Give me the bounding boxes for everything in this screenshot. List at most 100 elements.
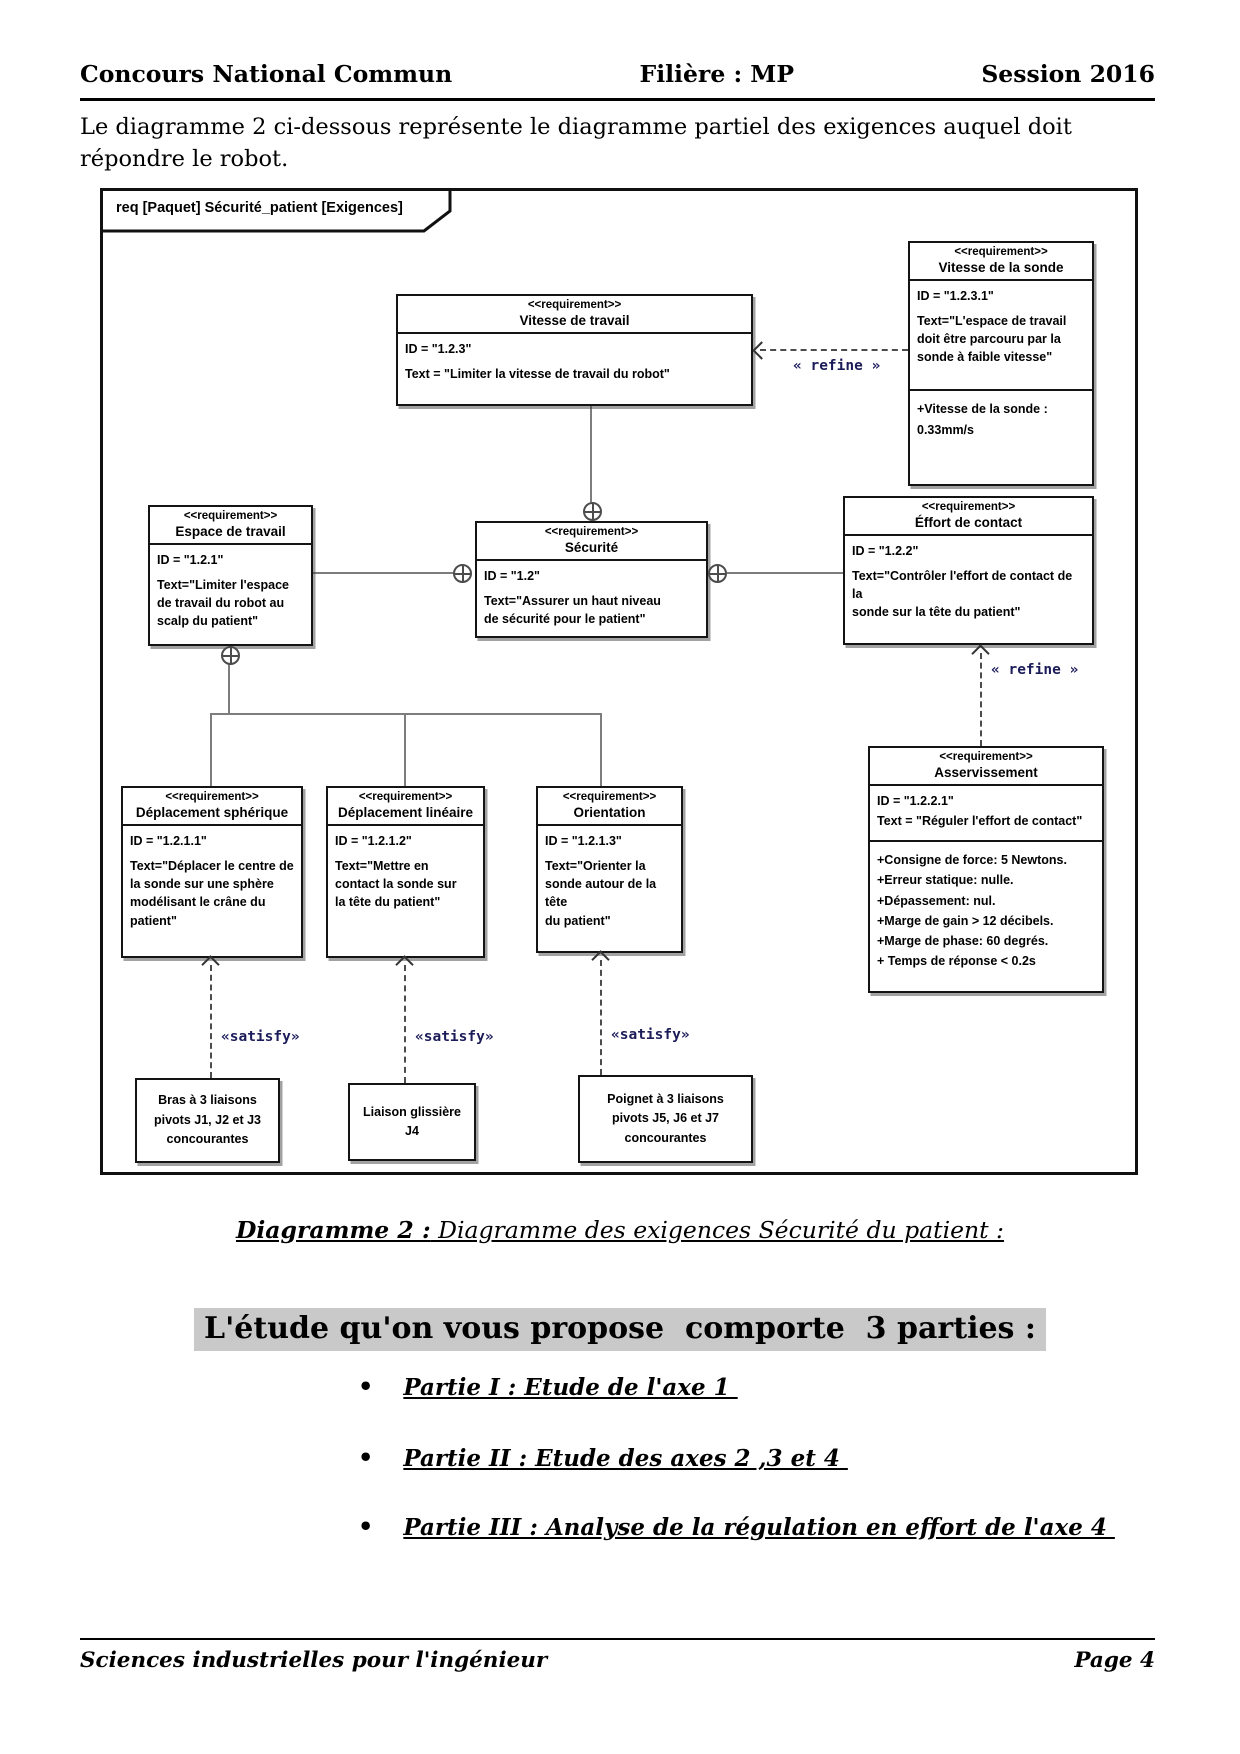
requirement-header: <<requirement>> Déplacement sphérique: [123, 788, 301, 826]
requirement-id: ID = "1.2.1.2": [335, 834, 412, 848]
bullet-icon: •: [358, 1372, 374, 1401]
requirement-box-deplacement-spherique: <<requirement>> Déplacement sphérique ID…: [121, 786, 303, 958]
refine-label-1: « refine »: [791, 358, 883, 374]
requirement-name: Sécurité: [564, 540, 619, 555]
requirement-header: <<requirement>> Déplacement linéaire: [328, 788, 483, 826]
requirement-header: <<requirement>> Vitesse de la sonde: [910, 243, 1092, 281]
diagram-caption-underline: Diagramme 2 : Diagramme des exigences Sé…: [236, 1216, 1004, 1244]
header-rule: [80, 98, 1155, 101]
line-drop-spherique: [210, 713, 212, 786]
requirement-header: <<requirement>> Asservissement: [870, 748, 1102, 786]
study-heading-row: L'étude qu'on vous propose comporte 3 pa…: [0, 1308, 1240, 1351]
requirement-text: Text="L'espace de travail doit être parc…: [917, 314, 1067, 365]
satisfy-arrowhead-1: [201, 955, 220, 974]
refine-label-2: « refine »: [989, 662, 1081, 678]
header-right: Session 2016: [981, 60, 1155, 88]
requirement-id: ID = "1.2.2": [852, 544, 919, 558]
bullet-icon: •: [358, 1443, 374, 1472]
requirement-text: Text="Déplacer le centre de la sonde sur…: [130, 859, 294, 928]
requirement-attributes: +Vitesse de la sonde : 0.33mm/s: [910, 389, 1092, 450]
containment-circle-securite-left: [453, 564, 472, 583]
satisfy-label-1: «satisfy»: [219, 1029, 302, 1045]
requirement-box-deplacement-lineaire: <<requirement>> Déplacement linéaire ID …: [326, 786, 485, 958]
line-drop-lineaire: [404, 713, 406, 786]
requirement-box-effort-contact: <<requirement>> Éffort de contact ID = "…: [843, 496, 1094, 645]
refine-arrowhead-left: [752, 341, 771, 360]
header-left: Concours National Commun: [80, 60, 453, 88]
footer-page-number: Page 4: [1074, 1648, 1155, 1673]
requirement-name: Asservissement: [934, 765, 1038, 780]
requirement-text: Text="Mettre en contact la sonde sur la …: [335, 859, 457, 910]
list-item-part-2: • Partie II : Etude des axes 2 ,3 et 4: [358, 1443, 848, 1472]
requirement-box-espace-travail: <<requirement>> Espace de travail ID = "…: [148, 505, 313, 646]
requirement-id: ID = "1.2.3.1": [917, 289, 994, 303]
containment-circle-securite-right: [708, 564, 727, 583]
refine-line-asserv-effort: [980, 653, 982, 746]
design-box-bras: Bras à 3 liaisons pivots J1, J2 et J3 co…: [135, 1078, 280, 1163]
requirement-name: Vitesse de la sonde: [938, 260, 1064, 275]
stereotype-label: <<requirement>>: [921, 501, 1016, 513]
design-box-poignet: Poignet à 3 liaisons pivots J5, J6 et J7…: [578, 1075, 753, 1163]
containment-circle-securite-top: [583, 502, 602, 521]
requirement-box-vitesse-travail: <<requirement>> Vitesse de travail ID = …: [396, 294, 753, 406]
requirement-box-vitesse-sonde: <<requirement>> Vitesse de la sonde ID =…: [908, 241, 1094, 486]
page-footer: Sciences industrielles pour l'ingénieur …: [80, 1648, 1155, 1673]
requirement-name: Éffort de contact: [914, 515, 1023, 530]
satisfy-label-2: «satisfy»: [413, 1029, 496, 1045]
part-1-label: Partie I : Etude de l'axe 1: [403, 1374, 738, 1401]
bullet-icon: •: [358, 1512, 374, 1541]
satisfy-arrowhead-2: [395, 955, 414, 974]
diagram-caption-text: Diagramme des exigences Sécurité du pati…: [430, 1216, 1004, 1244]
requirement-id: ID = "1.2.3": [405, 342, 472, 356]
requirements-diagram-frame: req [Paquet] Sécurité_patient [Exigences…: [100, 188, 1138, 1175]
requirement-body: ID = "1.2.1.2" Text="Mettre en contact l…: [328, 826, 483, 918]
footer-rule: [80, 1638, 1155, 1640]
refine-arrowhead-up: [971, 644, 990, 663]
list-item-part-3: • Partie III : Analyse de la régulation …: [358, 1512, 1115, 1541]
frame-label: req [Paquet] Sécurité_patient [Exigences…: [116, 200, 403, 216]
satisfy-line-bras: [210, 965, 212, 1078]
requirement-attributes: +Consigne de force: 5 Newtons. +Erreur s…: [870, 840, 1102, 980]
requirement-body: ID = "1.2.2.1" Text = "Réguler l'effort …: [870, 786, 1102, 840]
stereotype-label: <<requirement>>: [544, 526, 639, 538]
requirement-box-asservissement: <<requirement>> Asservissement ID = "1.2…: [868, 746, 1104, 993]
requirement-name: Espace de travail: [175, 524, 286, 539]
design-box-liaison-glissiere: Liaison glissière J4: [348, 1083, 476, 1161]
satisfy-line-glissiere: [404, 965, 406, 1083]
header-center: Filière : MP: [639, 60, 794, 88]
containment-circle-espace-bottom: [221, 646, 240, 665]
list-item-part-1: • Partie I : Etude de l'axe 1: [358, 1372, 738, 1401]
part-3-label: Partie III : Analyse de la régulation en…: [403, 1514, 1115, 1541]
requirement-body: ID = "1.2.1.1" Text="Déplacer le centre …: [123, 826, 301, 936]
requirement-body: ID = "1.2" Text="Assurer un haut niveau …: [477, 561, 706, 634]
stereotype-label: <<requirement>>: [358, 791, 453, 803]
requirement-header: <<requirement>> Éffort de contact: [845, 498, 1092, 536]
diagram-caption: Diagramme 2 : Diagramme des exigences Sé…: [0, 1216, 1240, 1244]
requirement-header: <<requirement>> Orientation: [538, 788, 681, 826]
refine-line-sonde-travail: [760, 349, 908, 351]
requirement-id: ID = "1.2": [484, 569, 540, 583]
requirement-box-securite: <<requirement>> Sécurité ID = "1.2" Text…: [475, 521, 708, 638]
footer-left: Sciences industrielles pour l'ingénieur: [80, 1648, 548, 1673]
line-vitessetravail-securite: [590, 406, 592, 502]
stereotype-label: <<requirement>>: [165, 791, 259, 803]
requirement-header: <<requirement>> Sécurité: [477, 523, 706, 561]
requirement-text: Text = "Limiter la vitesse de travail du…: [405, 367, 670, 382]
requirement-name: Déplacement linéaire: [337, 805, 474, 820]
stereotype-label: <<requirement>>: [954, 246, 1048, 258]
requirement-id: ID = "1.2.1.3": [545, 834, 622, 848]
study-heading: L'étude qu'on vous propose comporte 3 pa…: [194, 1308, 1046, 1351]
requirement-text: Text="Orienter la sonde autour de la têt…: [545, 859, 657, 928]
requirement-header: <<requirement>> Vitesse de travail: [398, 296, 751, 334]
requirement-name: Vitesse de travail: [519, 313, 630, 328]
requirement-id: ID = "1.2.2.1": [877, 794, 954, 808]
satisfy-arrowhead-3: [591, 950, 610, 969]
diagram-caption-label: Diagramme 2 :: [236, 1216, 431, 1244]
requirement-id: ID = "1.2.1.1": [130, 834, 207, 848]
stereotype-label: <<requirement>>: [939, 751, 1033, 763]
intro-paragraph: Le diagramme 2 ci-dessous représente le …: [80, 114, 1072, 172]
requirement-name: Déplacement sphérique: [135, 805, 289, 820]
line-securite-effort: [727, 572, 843, 574]
requirement-name: Orientation: [573, 805, 646, 820]
